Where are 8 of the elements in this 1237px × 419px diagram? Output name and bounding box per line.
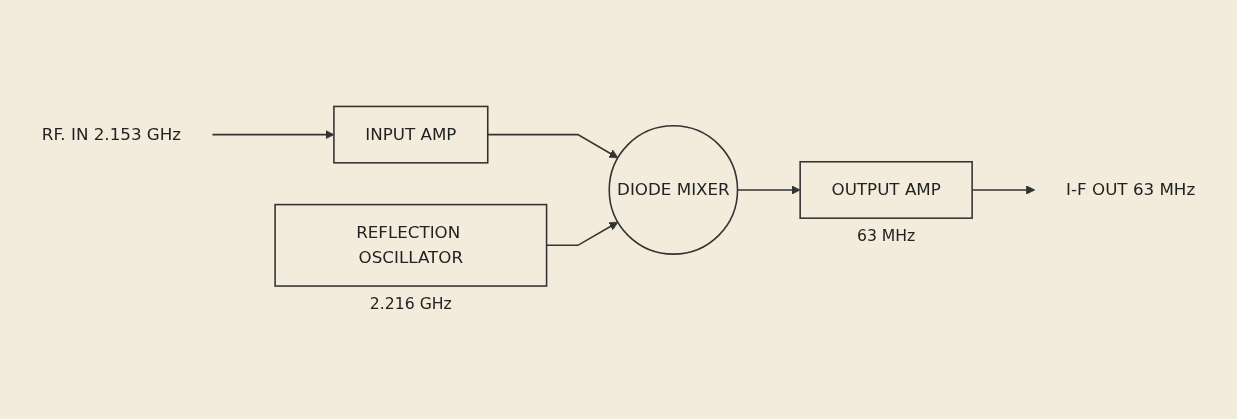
node-box: REFLECTION OSCILLATOR <box>274 203 548 287</box>
frequency-label: 2.216 GHz <box>369 293 452 313</box>
node-box: OUTPUT AMP <box>799 160 973 219</box>
node-text: I-F OUT 63 MHz <box>1066 179 1196 200</box>
node-circle: DIODE MIXER <box>608 124 739 255</box>
node-box: INPUT AMP <box>333 105 489 164</box>
frequency-label: 63 MHz <box>856 225 916 245</box>
node-text: RF. IN 2.153 GHz <box>41 123 182 144</box>
